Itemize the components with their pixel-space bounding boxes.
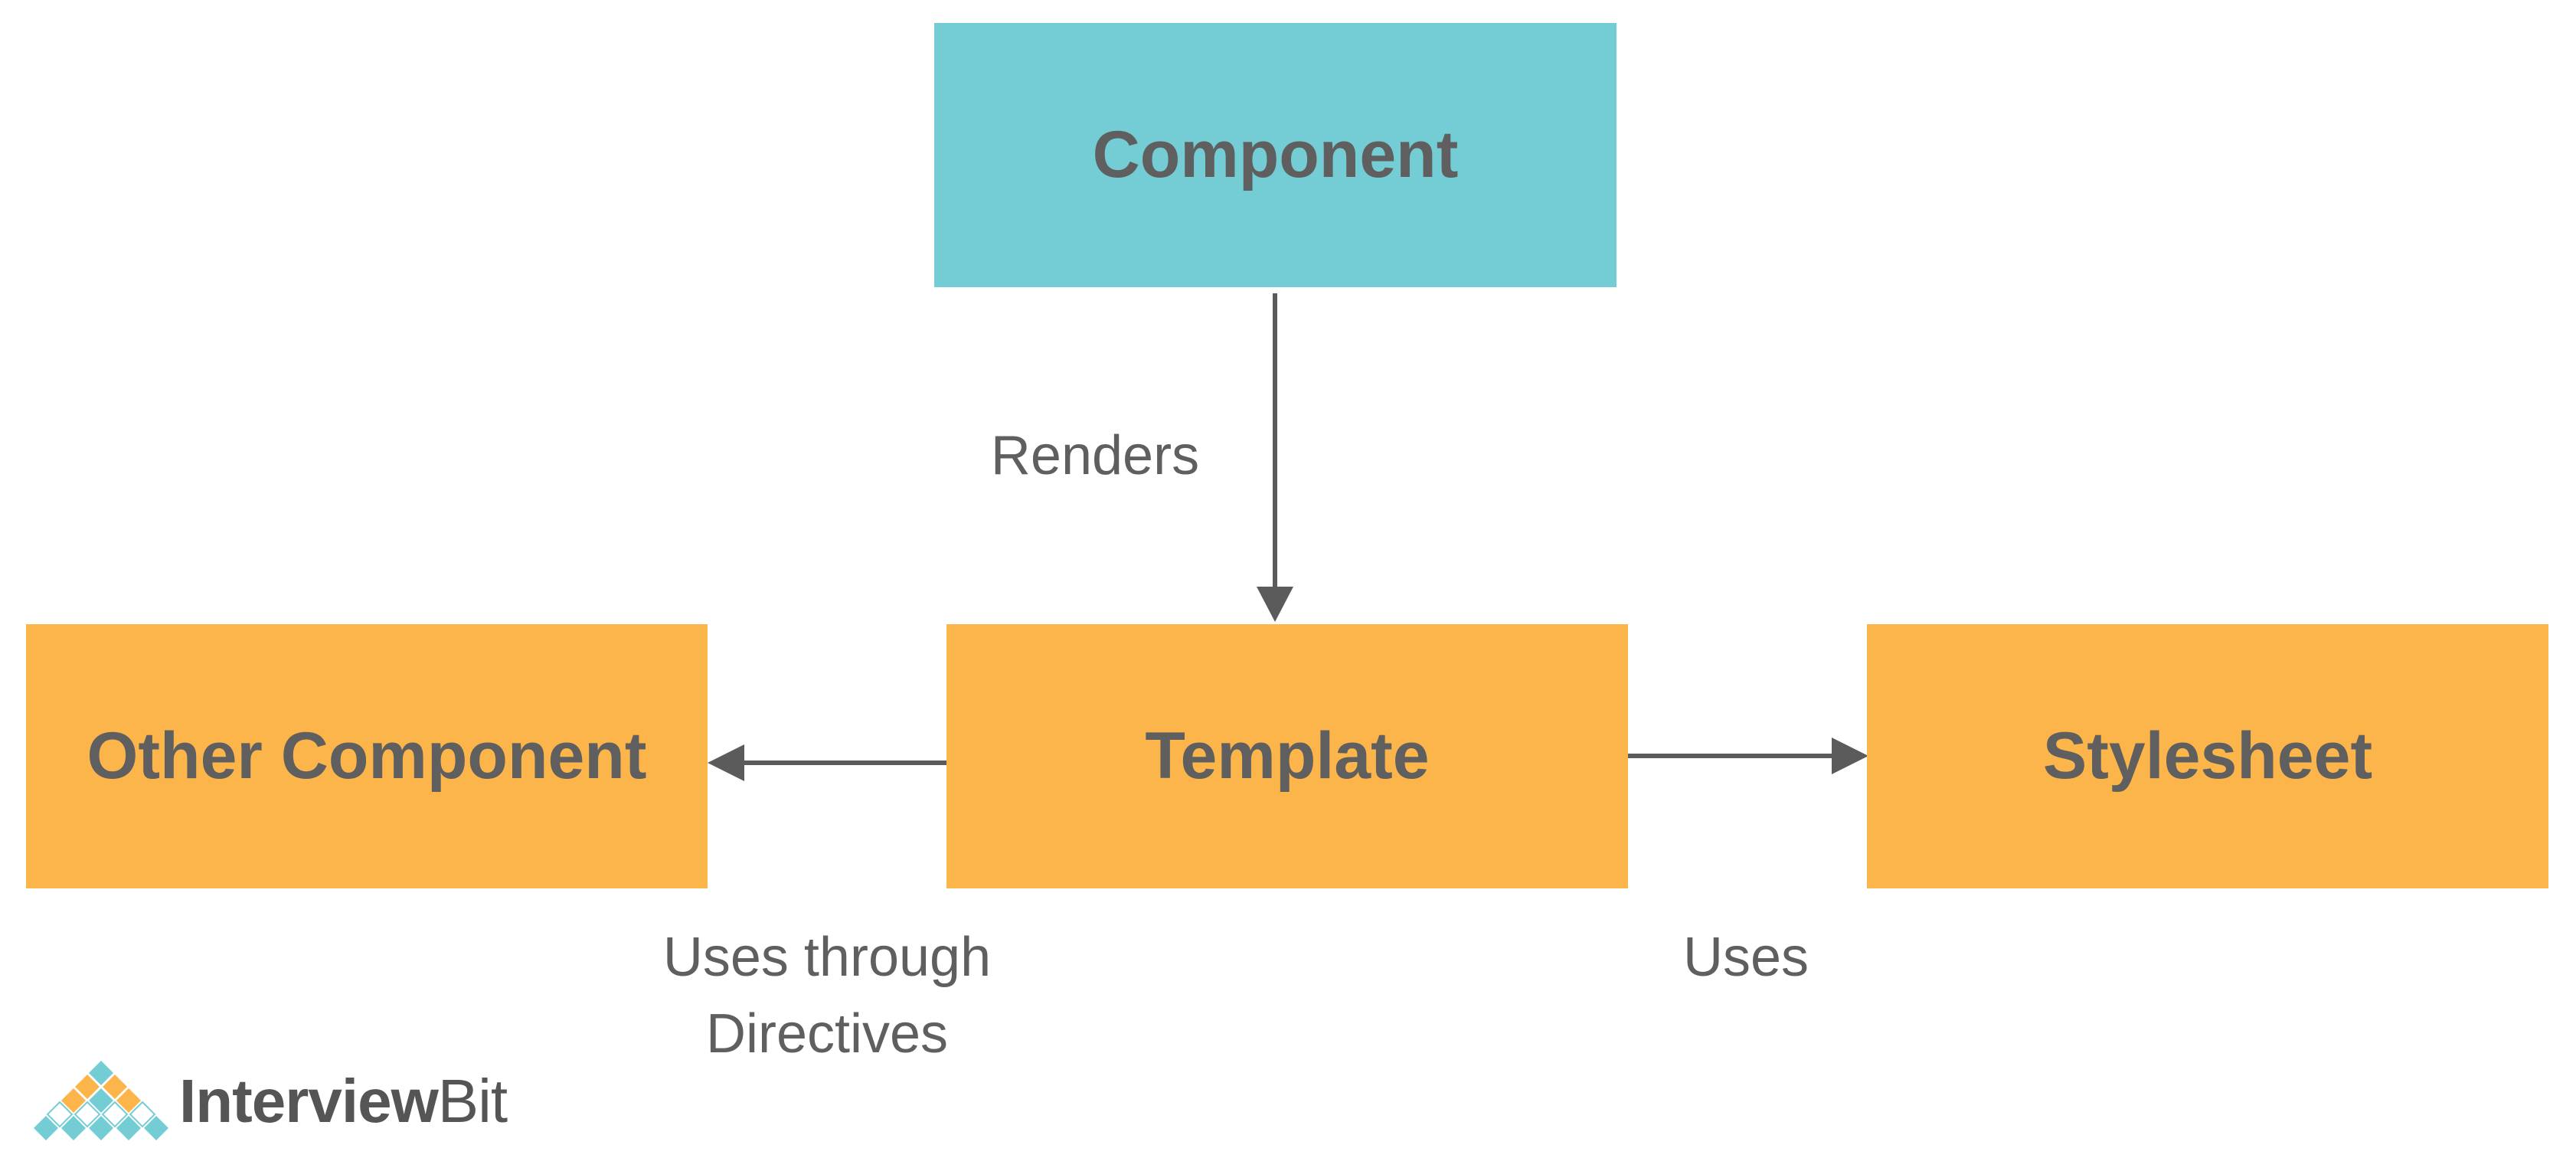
arrow-uses-directives [708, 744, 946, 781]
logo-wordmark: InterviewBit [179, 1066, 508, 1137]
directives-line: Directives [705, 1003, 949, 1065]
interviewbit-logo: InterviewBit [32, 1055, 508, 1147]
renders-label: Renders [990, 425, 1200, 486]
uses-label: Uses [1682, 927, 1809, 988]
component-label: Component [1092, 118, 1459, 191]
other-component-node: Other Component [26, 624, 708, 888]
template-node: Template [946, 624, 1628, 888]
diamond-grid-logo-icon [34, 1061, 168, 1140]
logo-text-interview: Interview [179, 1067, 439, 1135]
logo-text-bit: Bit [437, 1067, 508, 1135]
stylesheet-label: Stylesheet [2042, 719, 2373, 793]
uses-through-directives-label: Uses through Directives [597, 919, 1057, 1072]
arrow-renders [1257, 293, 1293, 622]
arrow-uses [1628, 738, 1868, 774]
other-component-label: Other Component [87, 719, 647, 793]
uses-through-line: Uses through [662, 927, 992, 988]
template-label: Template [1145, 719, 1430, 793]
component-node: Component [934, 23, 1617, 287]
stylesheet-node: Stylesheet [1867, 624, 2548, 888]
